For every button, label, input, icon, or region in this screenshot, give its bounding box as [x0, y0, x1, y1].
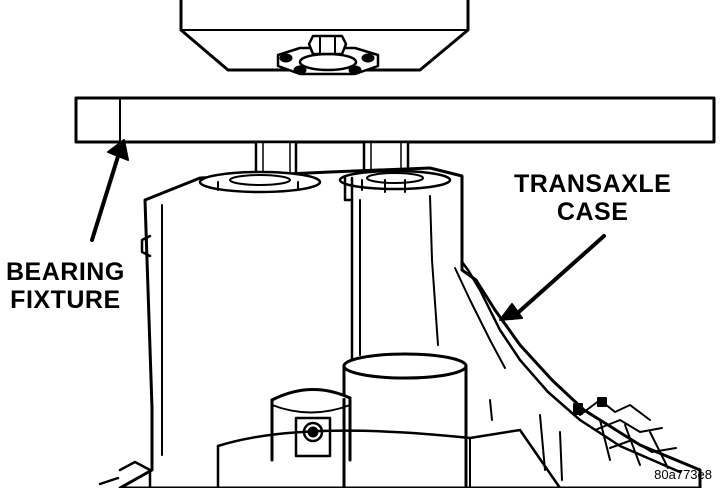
case-ribbing — [489, 397, 677, 481]
transaxle-case-label-line-1: TRANSAXLE — [514, 170, 672, 198]
bearing-fixture-label-line-1: BEARING — [6, 258, 125, 286]
bearing-fixture-label-line-2: FIXTURE — [10, 286, 121, 314]
leader-arrows — [90, 139, 606, 321]
bearing-fixture-leader — [90, 148, 122, 242]
lower-sleeve — [216, 352, 562, 488]
transaxle-case-label: TRANSAXLE CASE — [514, 170, 671, 226]
bearing-fixture-label: BEARING FIXTURE — [6, 258, 125, 314]
press-ram — [179, 0, 470, 76]
figure-code: 80a773e8 — [654, 467, 712, 482]
transaxle-case-leader — [510, 234, 606, 320]
transaxle-case-label-line-2: CASE — [556, 198, 629, 226]
transaxle-case-body — [118, 166, 702, 488]
bearing-fixture-plate — [74, 96, 716, 144]
case-foot — [98, 460, 152, 488]
